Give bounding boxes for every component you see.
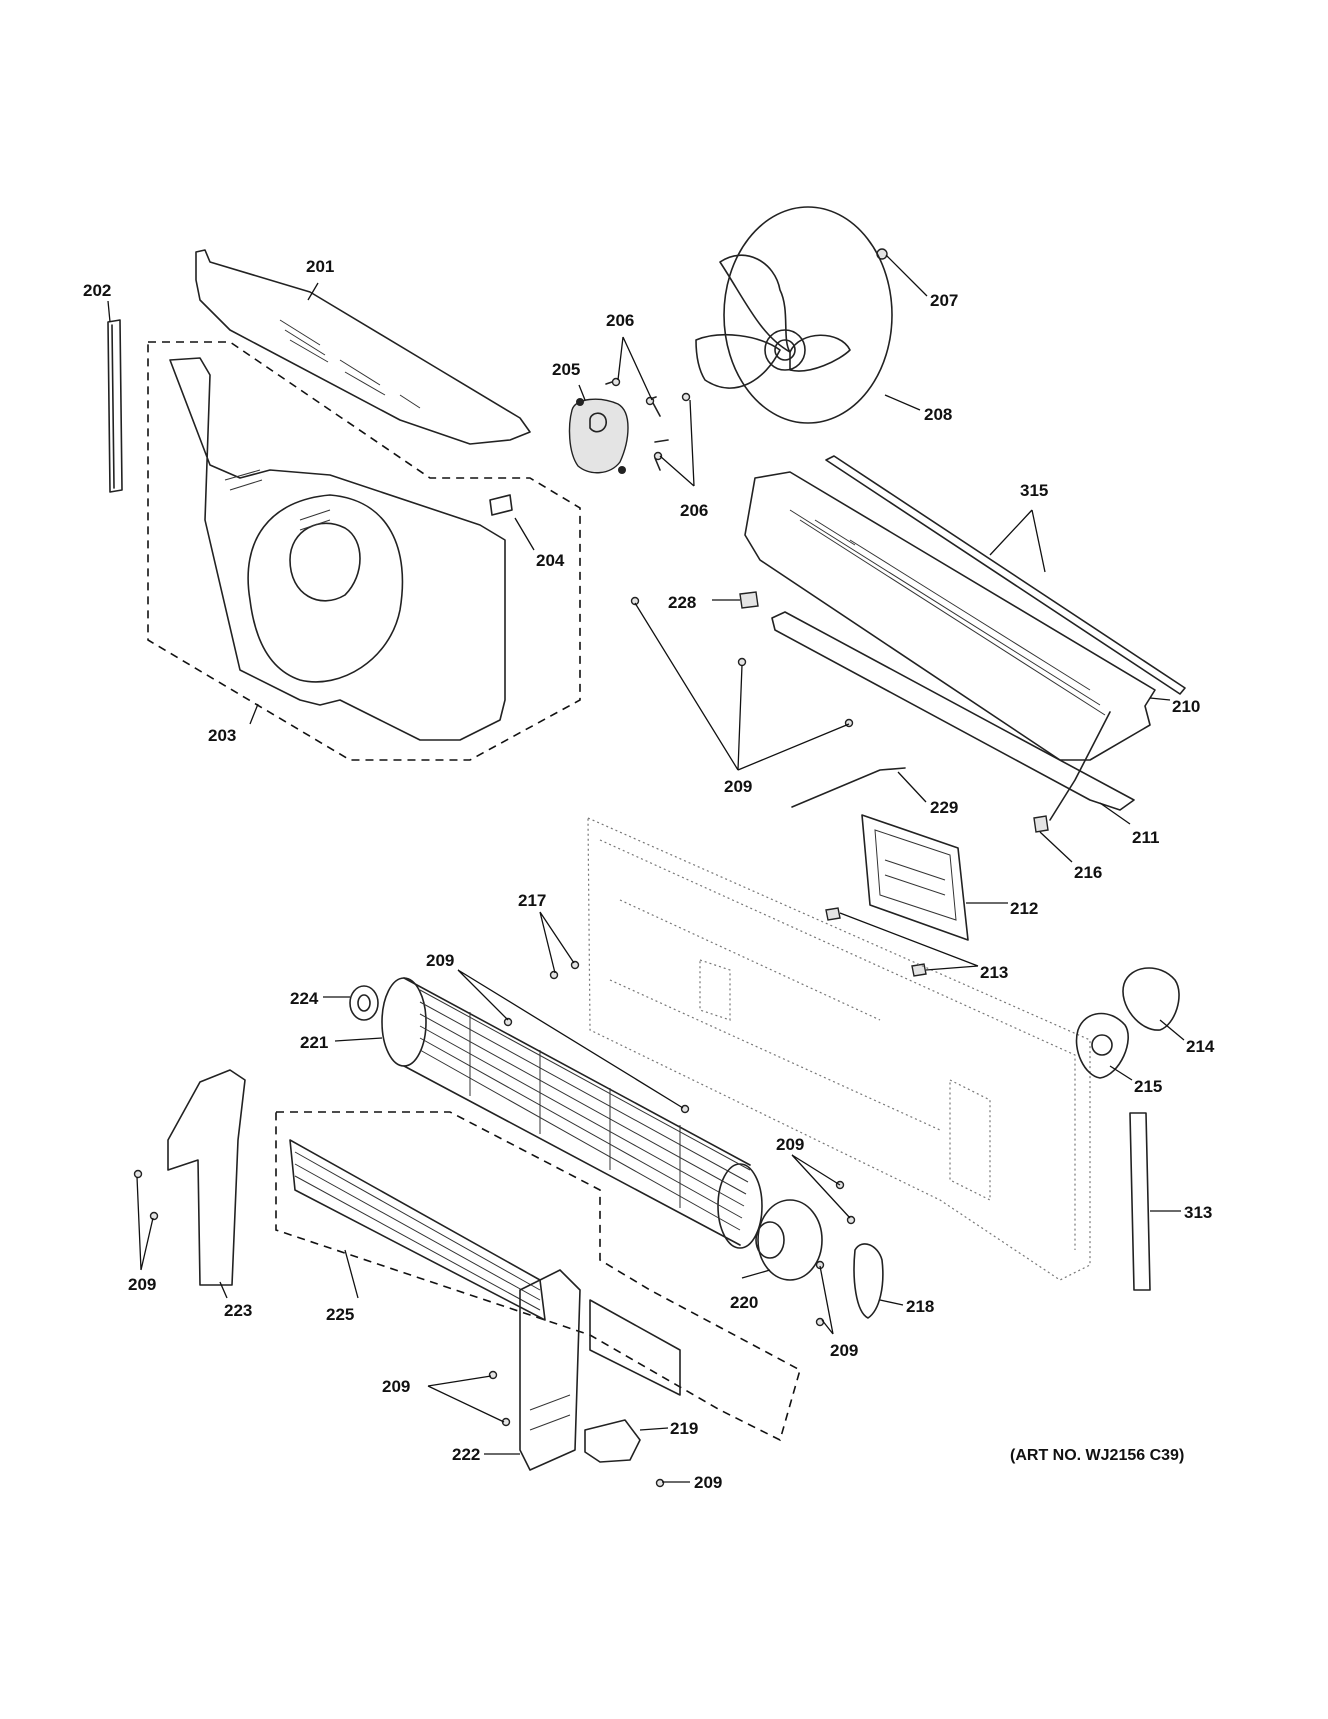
part-223-duct bbox=[167, 1069, 246, 1286]
part-315-seal-strip bbox=[825, 455, 1186, 695]
art-number-label: (ART NO. WJ2156 C39) bbox=[1010, 1447, 1185, 1464]
callout-213: 213 bbox=[980, 963, 1008, 982]
part-225-heater-assembly bbox=[275, 1111, 801, 1442]
part-210-louver-frame bbox=[744, 471, 1156, 761]
callout-204: 204 bbox=[536, 551, 565, 570]
callout-206-bottom: 206 bbox=[680, 501, 708, 520]
part-219-bracket bbox=[584, 1419, 641, 1463]
callout-207: 207 bbox=[930, 291, 958, 310]
callout-215: 215 bbox=[1134, 1077, 1162, 1096]
callout-201: 201 bbox=[306, 257, 334, 276]
callout-202: 202 bbox=[83, 281, 111, 300]
part-229-wire bbox=[791, 767, 906, 808]
part-208-fan-blade bbox=[695, 206, 893, 424]
part-215-bearing-mount bbox=[1075, 1012, 1129, 1079]
part-214-bearing-bracket bbox=[1122, 967, 1180, 1031]
callout-220: 220 bbox=[730, 1293, 758, 1312]
callout-228: 228 bbox=[668, 593, 696, 612]
callout-222: 222 bbox=[452, 1445, 480, 1464]
callout-229: 229 bbox=[930, 798, 958, 817]
chassis-frame bbox=[587, 817, 1091, 1281]
callout-223: 223 bbox=[224, 1301, 252, 1320]
callout-217: 217 bbox=[518, 891, 546, 910]
callout-315: 315 bbox=[1020, 481, 1048, 500]
part-203-shroud bbox=[147, 341, 581, 761]
part-204-clip bbox=[489, 494, 513, 516]
callout-211: 211 bbox=[1132, 828, 1159, 847]
part-222-bracket bbox=[519, 1269, 581, 1471]
callout-209-louver: 209 bbox=[724, 777, 752, 796]
part-206-screws bbox=[605, 377, 691, 471]
part-228-clip bbox=[739, 591, 759, 609]
callout-210: 210 bbox=[1172, 697, 1200, 716]
leader-lines bbox=[107, 254, 1185, 1483]
part-218-switch bbox=[853, 1243, 884, 1319]
part-201-cover-plate bbox=[195, 249, 531, 445]
callout-219: 219 bbox=[670, 1419, 698, 1438]
callout-209-bottom: 209 bbox=[694, 1473, 722, 1492]
part-213-clips bbox=[825, 907, 927, 977]
part-205-fan-motor bbox=[568, 398, 629, 474]
part-216-sensor bbox=[1033, 711, 1111, 833]
part-211-bottom-rail bbox=[771, 611, 1135, 811]
part-224-bearing bbox=[349, 985, 379, 1021]
callout-313: 313 bbox=[1184, 1203, 1212, 1222]
callout-209-blower: 209 bbox=[426, 951, 454, 970]
callout-221: 221 bbox=[300, 1033, 328, 1052]
callout-209-bracket: 209 bbox=[382, 1377, 410, 1396]
callout-209-duct: 209 bbox=[128, 1275, 156, 1294]
callout-216: 216 bbox=[1074, 863, 1102, 882]
part-220-blower-motor bbox=[755, 1199, 823, 1281]
callout-208: 208 bbox=[924, 405, 952, 424]
callout-225: 225 bbox=[326, 1305, 354, 1324]
callout-209-motor: 209 bbox=[776, 1135, 804, 1154]
callout-218: 218 bbox=[906, 1297, 934, 1316]
callout-206-top: 206 bbox=[606, 311, 634, 330]
callout-224: 224 bbox=[290, 989, 319, 1008]
part-313-strip bbox=[1129, 1112, 1151, 1291]
part-217-screws bbox=[549, 960, 580, 980]
callout-203: 203 bbox=[208, 726, 236, 745]
part-209-screws bbox=[133, 596, 856, 1488]
part-212-panel bbox=[861, 814, 969, 941]
callout-205: 205 bbox=[552, 360, 580, 379]
part-202-strip bbox=[107, 319, 123, 493]
callout-209-switch: 209 bbox=[830, 1341, 858, 1360]
callout-214: 214 bbox=[1186, 1037, 1215, 1056]
part-221-blower-wheel bbox=[381, 977, 763, 1249]
callout-labels: 202 201 203 204 205 206 206 207 208 315 … bbox=[83, 257, 1215, 1492]
callout-212: 212 bbox=[1010, 899, 1038, 918]
